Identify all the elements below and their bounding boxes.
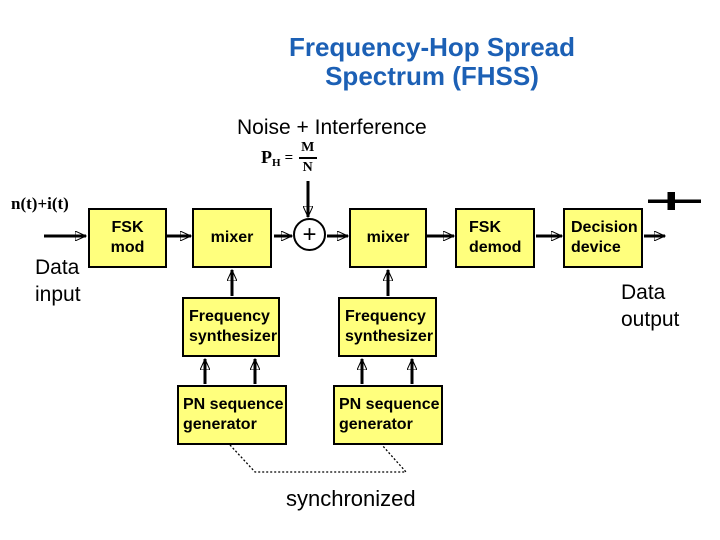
data-input-label: Data input	[35, 256, 81, 306]
block-pn-sequence-generator-rx: PN sequence generator	[333, 385, 443, 445]
hop-probability-formula: PH = M N	[261, 141, 318, 175]
adder-node: +	[293, 218, 326, 251]
block-decision-device: Decision device	[563, 208, 643, 268]
block-pn-sequence-generator-tx: PN sequence generator	[177, 385, 287, 445]
slide-title: Frequency-Hop Spread Spectrum (FHSS)	[288, 32, 576, 91]
block-frequency-synthesizer-rx: Frequency synthesizer	[338, 297, 437, 357]
block-fsk-mod: FSK mod	[88, 208, 167, 268]
input-signal-label: n(t)+i(t)	[11, 194, 69, 213]
noise-interference-label: Noise + Interference	[237, 116, 427, 139]
formula-equals: =	[284, 149, 294, 166]
synchronized-dotted-link	[229, 444, 408, 473]
block-mixer-rx: mixer	[349, 208, 427, 268]
formula-lhs: PH	[261, 147, 281, 169]
formula-denominator: N	[298, 157, 317, 175]
block-fsk-demod: FSK demod	[455, 208, 535, 268]
block-frequency-synthesizer-tx: Frequency synthesizer	[182, 297, 280, 357]
synchronized-label: synchronized	[286, 486, 416, 511]
plus-cursor-icon	[648, 192, 701, 210]
block-mixer-tx: mixer	[192, 208, 272, 268]
formula-fraction: M N	[297, 141, 318, 175]
formula-numerator: M	[301, 140, 315, 155]
plus-icon: +	[302, 220, 317, 248]
data-output-label: Data output	[621, 281, 680, 331]
